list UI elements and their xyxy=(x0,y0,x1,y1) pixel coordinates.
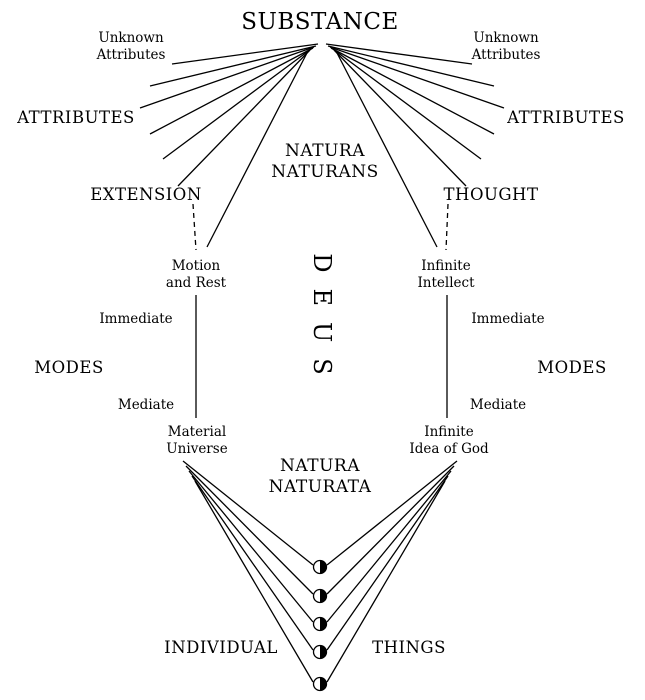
infinite-intellect-label: Infinite Intellect xyxy=(417,258,475,291)
individual-thing-icons xyxy=(312,559,328,692)
immediate-left-label: Immediate xyxy=(99,311,173,327)
motion-and-rest-label: Motion and Rest xyxy=(165,258,227,291)
mediate-right-label: Mediate xyxy=(469,397,527,413)
natura-naturans-label: NATURA NATURANS xyxy=(271,141,379,183)
bottom-right-fan-lines xyxy=(326,460,458,683)
modes-left-label: MODES xyxy=(34,358,104,377)
attributes-right-label: ATTRIBUTES xyxy=(507,108,625,127)
unknown-attributes-left-label: Unknown Attributes xyxy=(96,30,166,63)
substance-left-fan-lines xyxy=(139,43,319,248)
deus-label: DEUS xyxy=(308,253,336,391)
thought-label: THOUGHT xyxy=(443,185,539,204)
mediate-left-label: Mediate xyxy=(117,397,175,413)
infinite-idea-of-god-label: Infinite Idea of God xyxy=(409,424,489,457)
things-label: THINGS xyxy=(372,638,446,657)
unknown-attributes-right-label: Unknown Attributes xyxy=(471,30,541,63)
individual-label: INDIVIDUAL xyxy=(164,638,278,657)
bottom-left-fan-lines xyxy=(182,460,314,683)
extension-label: EXTENSION xyxy=(90,185,202,204)
attributes-left-label: ATTRIBUTES xyxy=(17,108,135,127)
individual-thing-icon xyxy=(312,616,328,632)
material-universe-label: Material Universe xyxy=(166,424,228,457)
attribute-mode-dashed-lines xyxy=(192,203,449,251)
natura-naturata-label: NATURA NATURATA xyxy=(268,456,372,498)
substance-right-fan-lines xyxy=(325,43,505,248)
individual-thing-icon xyxy=(312,588,328,604)
immediate-right-label: Immediate xyxy=(471,311,545,327)
modes-right-label: MODES xyxy=(537,358,607,377)
individual-thing-icon xyxy=(312,644,328,660)
mode-vertical-lines xyxy=(195,295,448,418)
individual-thing-icon xyxy=(312,559,328,575)
individual-thing-icon xyxy=(312,676,328,692)
substance-label: SUBSTANCE xyxy=(241,9,399,35)
